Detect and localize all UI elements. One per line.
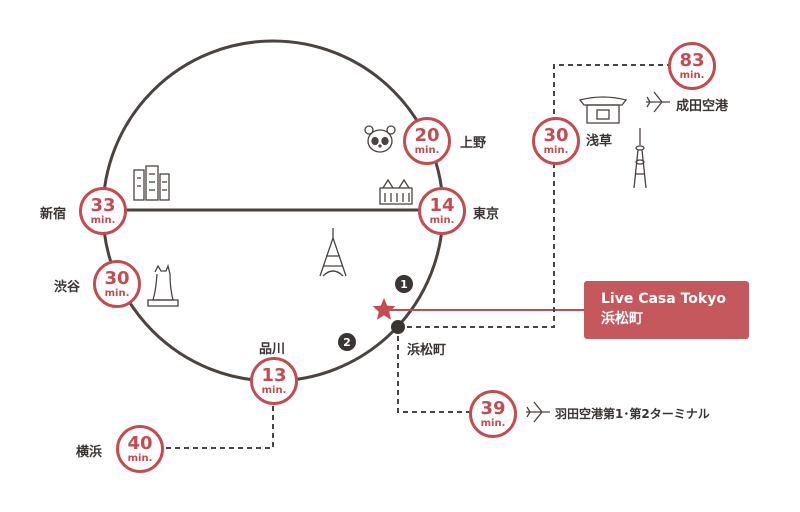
- destination-box: Live Casa Tokyo 浜松町: [584, 281, 749, 339]
- station-label-hamamatsucho: 浜松町: [407, 343, 447, 358]
- station-label-haneda: 羽田空港第1･第2ターミナル: [555, 407, 710, 421]
- hamamatsucho-station-dot: [391, 320, 405, 334]
- plane-icon: [526, 401, 550, 423]
- time-badge-ueno: 20 min.: [403, 117, 451, 165]
- skytree-icon: [633, 128, 647, 189]
- minutes-value: 13: [261, 364, 287, 386]
- time-badge-narita: 83 min.: [668, 42, 716, 90]
- minutes-value: 83: [679, 49, 705, 71]
- minutes-value: 20: [414, 124, 440, 146]
- minutes-unit: min.: [543, 144, 569, 156]
- station-label-yokohama: 横浜: [76, 445, 103, 460]
- station-label-ueno: 上野: [460, 136, 487, 151]
- minutes-unit: min.: [480, 417, 506, 429]
- tokyo-station-icon: [379, 178, 413, 205]
- minutes-unit: min.: [90, 214, 116, 226]
- route-marker-2: 2: [338, 333, 356, 351]
- minutes-unit: min.: [261, 384, 287, 396]
- minutes-unit: min.: [104, 287, 130, 299]
- time-badge-haneda: 39 min.: [469, 390, 517, 438]
- time-badge-shibuya: 30 min.: [93, 260, 141, 308]
- minutes-value: 14: [429, 194, 455, 216]
- minutes-unit: min.: [679, 69, 705, 81]
- temple-gate-icon: [578, 96, 628, 124]
- destination-name: Live Casa Tokyo: [601, 291, 726, 307]
- time-badge-asakusa: 30 min.: [532, 117, 580, 165]
- time-badge-yokohama: 40 min.: [116, 425, 164, 473]
- minutes-value: 39: [480, 397, 506, 419]
- minutes-value: 40: [127, 432, 153, 454]
- tokyo-tower-icon: [319, 228, 347, 277]
- time-badge-shinjuku: 33 min.: [79, 187, 127, 235]
- time-badge-tokyo: 14 min.: [418, 187, 466, 235]
- panda-icon: [364, 125, 396, 153]
- station-label-shinjuku: 新宿: [40, 207, 67, 222]
- star-icon: [372, 298, 396, 320]
- minutes-value: 33: [90, 194, 116, 216]
- time-badge-shinagawa: 13 min.: [250, 357, 298, 405]
- minutes-unit: min.: [414, 144, 440, 156]
- station-label-shibuya: 渋谷: [54, 280, 81, 295]
- building-icon: [133, 165, 170, 201]
- minutes-unit: min.: [127, 452, 153, 464]
- hachiko-icon: [147, 263, 179, 307]
- minutes-unit: min.: [429, 214, 455, 226]
- plane-icon: [646, 91, 670, 113]
- station-label-narita: 成田空港: [676, 99, 729, 114]
- station-label-asakusa: 浅草: [586, 134, 613, 149]
- station-label-tokyo: 東京: [473, 207, 500, 222]
- station-label-shinagawa: 品川: [259, 342, 286, 357]
- minutes-value: 30: [104, 267, 130, 289]
- minutes-value: 30: [543, 124, 569, 146]
- destination-area: 浜松町: [601, 311, 643, 327]
- route-to-haneda: [397, 327, 470, 413]
- route-marker-1: 1: [395, 275, 413, 293]
- route-to-yokohama: [160, 397, 274, 449]
